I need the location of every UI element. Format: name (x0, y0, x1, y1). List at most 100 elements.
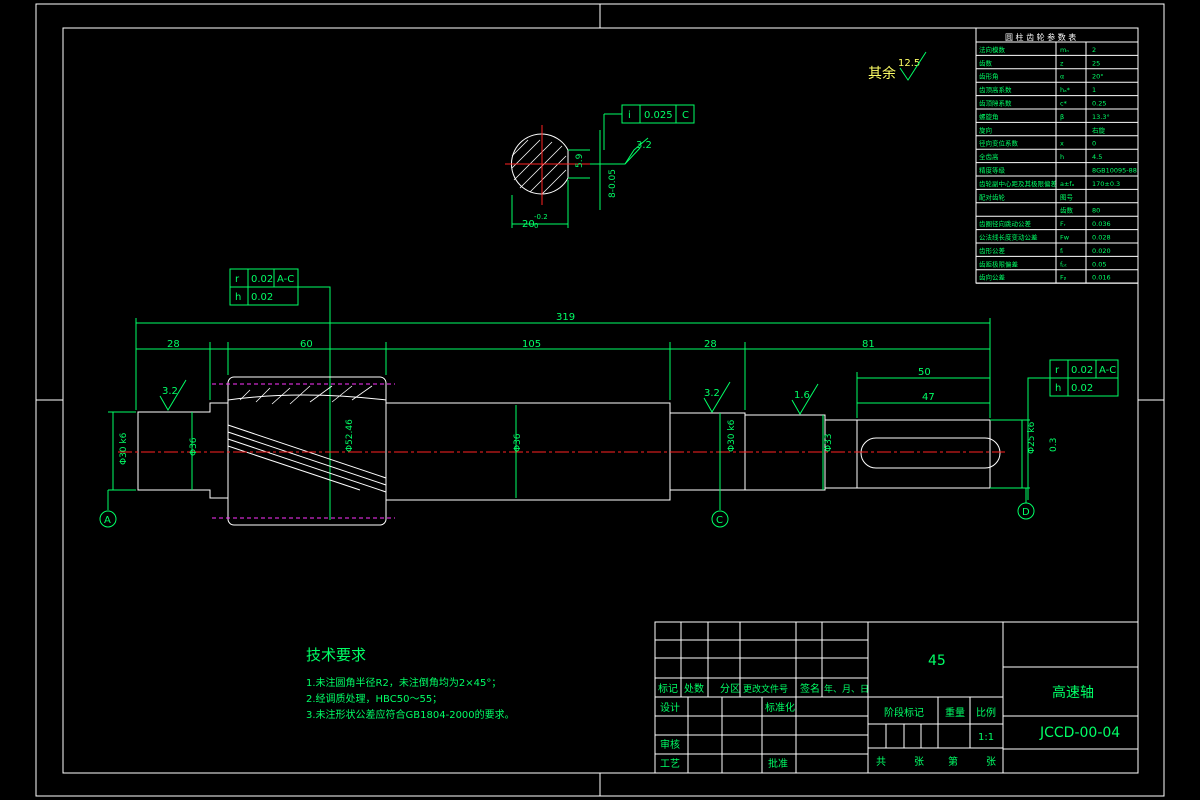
rest-roughness: 12.5 (898, 58, 920, 69)
gear-frame-sym-0: r (235, 274, 240, 285)
gear-param-symbol: c* (1060, 100, 1068, 108)
gear-table-title: 圆 柱 齿 轮 参 数 表 (1005, 32, 1076, 42)
gear-param-value: 13.3° (1092, 113, 1110, 121)
datum-a: A (104, 515, 111, 526)
section-width-tol: -0.2 (534, 213, 548, 221)
roughness-16-icon (791, 383, 819, 415)
title-block: 45 高速轴 JCCD-00-04 1:1 标记 处数 分区 更改文件号 签名 … (654, 621, 1139, 774)
section-roughness: 3.2 (636, 140, 652, 151)
label-count: 处数 (684, 682, 704, 695)
right-frame-val-1: 0.02 (1071, 383, 1093, 394)
gear-param-name: 径向变位系数 (979, 139, 1019, 148)
gear-param-value: 0.25 (1092, 100, 1106, 108)
tech-item-1: 1.未注圆角半径R2，未注倒角均为2×45°； (306, 676, 501, 689)
tech-requirements: 技术要求 1.未注圆角半径R2，未注倒角均为2×45°； 2.经调质处理，HBC… (306, 646, 515, 721)
section-width-tol2: 0 (534, 222, 538, 230)
label-total: 共 (876, 756, 886, 768)
rough-c: 3.2 (704, 388, 720, 399)
gear-param-value: 2 (1092, 46, 1096, 54)
shaft-view (118, 376, 1005, 526)
dim-dia-25: Φ25 k6 (1027, 421, 1037, 454)
gear-param-value: 4.5 (1092, 153, 1102, 161)
gear-param-value: 170±0.3 (1092, 180, 1120, 188)
dim-28b: 28 (704, 339, 717, 350)
gear-param-name: 齿形角 (979, 72, 999, 81)
gear-frame-datum-0: A-C (277, 274, 294, 285)
gear-param-value: 0.05 (1092, 260, 1106, 268)
material: 45 (928, 653, 946, 669)
gear-param-symbol: a±fₐ (1060, 180, 1075, 188)
label-review: 审核 (660, 738, 680, 751)
gear-param-name: 配对齿轮 (979, 192, 1006, 201)
label-standard: 标准化 (765, 701, 795, 714)
gear-param-value: 1 (1092, 86, 1096, 94)
section-tol-datum: C (682, 110, 689, 121)
gear-param-name: 齿轮副中心距及其极限偏差 (979, 179, 1058, 188)
section-view: 20 -0.2 0 5.9 8-0.05 3.2 i 0.025 C (505, 104, 695, 230)
gear-param-symbol: Fw (1060, 234, 1070, 242)
dim-key-r: 0.3 (1049, 438, 1059, 452)
gear-param-symbol: β (1060, 113, 1064, 121)
dim-overall: 319 (556, 312, 575, 323)
section-depth: 5.9 (575, 153, 585, 168)
right-frame-datum-0: A-C (1099, 365, 1116, 376)
gear-param-name: 齿形公差 (979, 246, 1006, 255)
dim-dia-c: Φ30 k6 (727, 419, 737, 452)
gear-param-value: 0.028 (1092, 234, 1111, 242)
section-width: 20 (522, 219, 535, 230)
gear-param-value: 25 (1092, 59, 1100, 67)
gear-param-name: 齿顶高系数 (979, 85, 1012, 94)
datum-markers: A C D (99, 488, 1035, 528)
label-date: 年、月、日 (824, 683, 869, 695)
gear-param-symbol: hₐ* (1060, 86, 1071, 94)
center-marks (36, 4, 1164, 796)
gear-frame-val-0: 0.02 (251, 274, 273, 285)
gear-frame-sym-1: h (235, 292, 241, 303)
gear-param-symbol: x (1060, 140, 1064, 148)
dim-dia-33: Φ33 (824, 433, 834, 452)
label-stage: 阶段标记 (884, 706, 924, 719)
section-tol-value: 0.025 (644, 110, 673, 121)
gear-tolerance-frame: r 0.02 A-C h 0.02 (229, 268, 331, 520)
dim-dia-gear: Φ52.46 (345, 419, 355, 452)
dim-81: 81 (862, 339, 875, 350)
label-mark: 标记 (658, 683, 678, 695)
section-tol-symbol: i (628, 110, 631, 121)
rough-16: 1.6 (794, 390, 810, 401)
roughness-c-icon (703, 381, 731, 413)
gear-param-name: 旋向 (979, 125, 992, 134)
gear-param-value: 0 (1092, 140, 1096, 148)
dim-60: 60 (300, 339, 313, 350)
gear-param-name: 法向模数 (979, 45, 1006, 54)
dim-dia-mid: Φ36 (513, 433, 523, 452)
section-roughness-icon (624, 137, 649, 165)
gear-param-name: 全齿高 (979, 152, 999, 161)
gear-param-symbol: mₙ (1060, 46, 1069, 54)
gear-param-name: 精度等级 (979, 166, 1006, 175)
drawing-number: JCCD-00-04 (1039, 725, 1120, 741)
dim-105: 105 (522, 339, 541, 350)
gear-param-symbol: 图号 (1060, 193, 1074, 201)
gear-param-name: 齿数 (979, 58, 993, 67)
dim-dia-left: Φ30 k6 (119, 432, 129, 465)
dim-47: 47 (922, 392, 935, 403)
rough-a: 3.2 (162, 386, 178, 397)
gear-param-value: 20° (1092, 73, 1104, 81)
roughness-a-icon (159, 379, 187, 411)
gear-param-symbol: fₚₜ (1060, 260, 1067, 268)
gear-param-name: 齿距极限偏差 (979, 259, 1019, 268)
rest-label: 其余 (868, 65, 896, 82)
gear-param-value: 0.020 (1092, 247, 1111, 255)
gear-param-symbol: h (1060, 153, 1064, 161)
datum-c: C (716, 515, 723, 526)
scale: 1:1 (978, 732, 994, 743)
tech-title: 技术要求 (306, 646, 366, 664)
label-ratio: 比例 (976, 706, 996, 719)
gear-param-value: 80 (1092, 207, 1100, 215)
gear-param-name: 螺旋角 (979, 112, 999, 121)
gear-param-value: 0.016 (1092, 274, 1111, 282)
label-change-doc: 更改文件号 (743, 683, 788, 695)
gear-param-symbol: fᵢ (1060, 247, 1063, 255)
